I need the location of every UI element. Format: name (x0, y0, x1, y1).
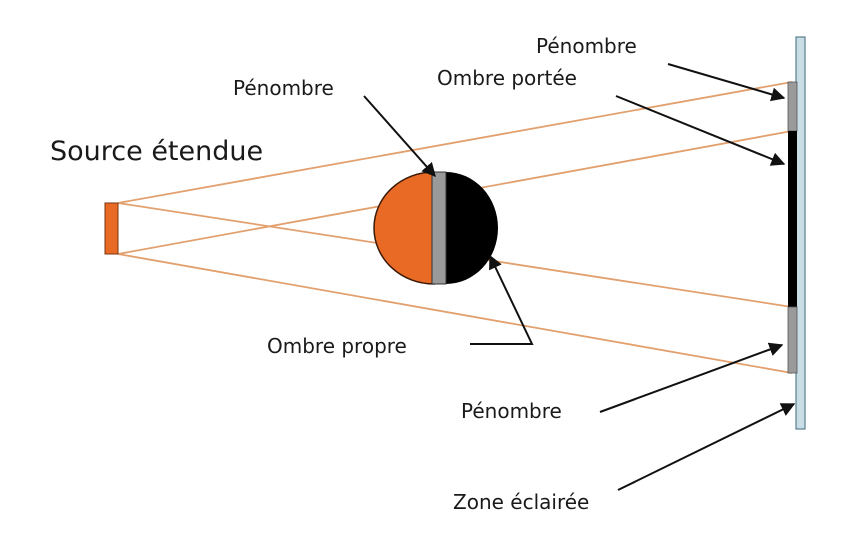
screen-cast-shadow (788, 131, 797, 307)
extended-source (104, 202, 119, 255)
object-shadow-half (446, 172, 498, 284)
arrow-own-shadow (470, 254, 534, 345)
ray-bottom-bottom (117, 253, 793, 374)
label-penumbra-screen-top: Pénombre (536, 34, 637, 58)
label-source: Source étendue (50, 136, 264, 167)
label-own-shadow: Ombre propre (267, 334, 407, 358)
object-lit-half (373, 171, 435, 285)
arrow-object-penumbra (363, 95, 436, 178)
arrow-screen-penumbra-bottom (599, 342, 784, 413)
label-cast-shadow: Ombre portée (437, 66, 577, 90)
label-lit-zone: Zone éclairée (453, 490, 590, 514)
label-penumbra-object: Pénombre (233, 76, 334, 100)
arrow-cast-shadow (615, 95, 786, 166)
object-penumbra-strip (431, 171, 447, 285)
screen-penumbra-bottom (787, 306, 798, 374)
arrow-screen-penumbra-top (667, 63, 786, 102)
label-penumbra-screen-bottom: Pénombre (461, 399, 562, 423)
ray-top-top (117, 81, 793, 204)
arrow-lit-zone (617, 403, 796, 491)
screen-penumbra-top (787, 81, 798, 132)
pointer-arrows (363, 63, 796, 491)
